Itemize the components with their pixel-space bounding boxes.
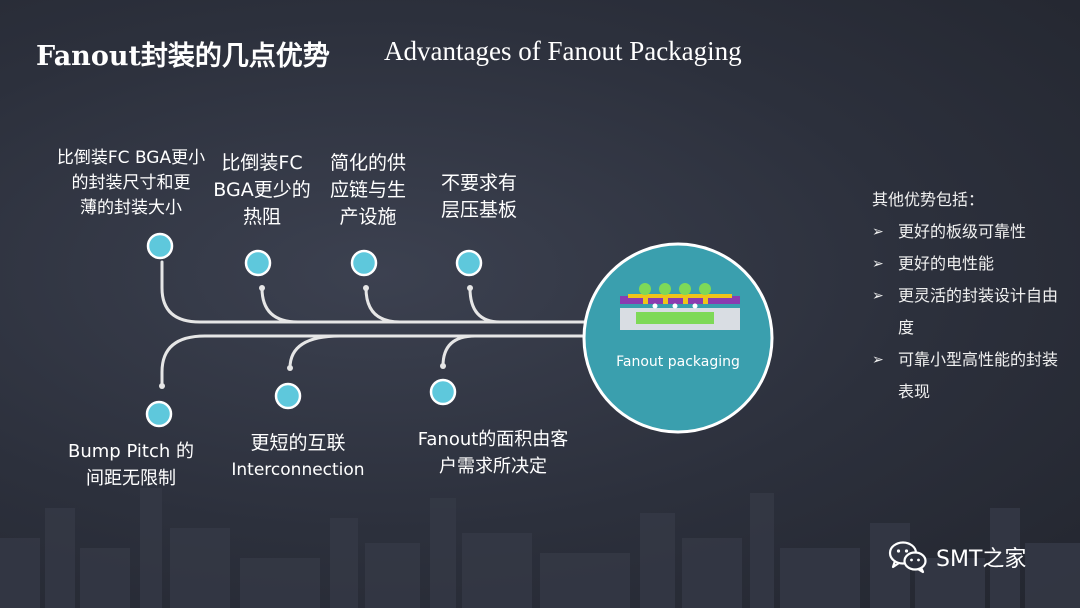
- top-branch-3: [364, 286, 402, 324]
- node-top-1: [146, 232, 174, 260]
- side-list-item: 更灵活的封装设计自由度: [872, 280, 1073, 344]
- wechat-icon: [888, 541, 927, 574]
- node-bottom-1: [145, 400, 173, 428]
- top-branch-4: [468, 286, 502, 324]
- brand-name: SMT之家: [936, 547, 1027, 572]
- top-spine: [160, 260, 587, 324]
- top-item-2-label: 比倒装FC BGA更少的 热阻: [213, 152, 311, 228]
- bottom-item-1-label: Bump Pitch 的 间距无限制: [68, 441, 194, 489]
- node-bottom-2: [274, 382, 302, 410]
- bottom-branch-3: [441, 334, 477, 368]
- top-branch-2: [260, 286, 300, 324]
- node-top-2: [244, 249, 272, 277]
- bottom-item-2-label: 更短的互联 Interconnection: [231, 432, 365, 480]
- top-item-4-label: 不要求有 层压基板: [440, 172, 517, 221]
- top-item-1-label: 比倒装FC BGA更小 的封装尺寸和更 薄的封装大小: [56, 148, 206, 218]
- node-bottom-3: [429, 378, 457, 406]
- bottom-item-3-label: Fanout的面积由客 户需求所决定: [417, 429, 569, 477]
- side-list-item: 更好的板级可靠性: [872, 216, 1073, 248]
- center-label: Fanout packaging: [616, 354, 740, 370]
- skyline-background: [0, 488, 1080, 608]
- brand: SMT之家: [888, 540, 1026, 574]
- bottom-spine: [160, 334, 587, 388]
- center-circle: [582, 242, 774, 434]
- top-item-3-label: 简化的供 应链与生 产设施: [329, 152, 406, 228]
- package-illustration: [620, 283, 740, 330]
- title-english: Advantages of Fanout Packaging: [384, 36, 742, 66]
- side-title: 其他优势包括：: [872, 190, 985, 209]
- title-chinese: Fanout封装的几点优势: [36, 41, 330, 72]
- node-top-4: [455, 249, 483, 277]
- side-list-item: 可靠小型高性能的封装表现: [872, 344, 1073, 408]
- node-top-3: [350, 249, 378, 277]
- side-list: 更好的板级可靠性 更好的电性能 更灵活的封装设计自由度 可靠小型高性能的封装表现: [872, 216, 1073, 408]
- side-list-item: 更好的电性能: [872, 248, 1073, 280]
- bottom-branch-2: [288, 334, 342, 370]
